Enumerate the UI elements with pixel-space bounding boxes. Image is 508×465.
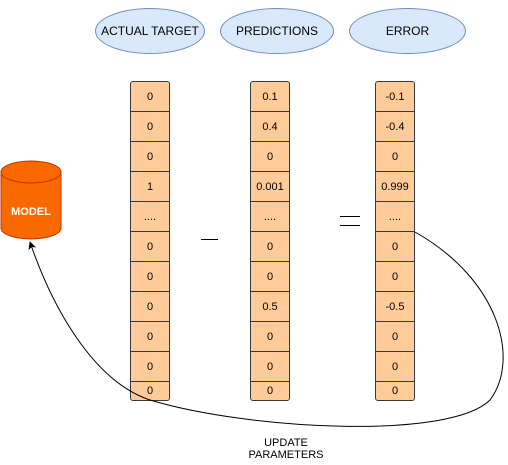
equals-operator-bottom <box>340 225 360 226</box>
actual-target-cell: 1 <box>130 171 170 202</box>
equals-operator-top <box>340 216 360 217</box>
prediction-cell: .... <box>250 201 290 232</box>
update-parameters-label: UPDATE PARAMETERS <box>224 437 348 461</box>
error-header: ERROR <box>349 8 466 54</box>
actual-target-cell: 0 <box>130 141 170 172</box>
actual-target-cell: 0 <box>130 231 170 262</box>
prediction-cell: 0.1 <box>250 81 290 112</box>
update-label-line1: UPDATE <box>264 437 308 449</box>
error-cell: -0.5 <box>375 291 415 322</box>
model-cylinder-icon <box>0 160 62 240</box>
error-cell: 0.999 <box>375 171 415 202</box>
prediction-cell: 0 <box>250 231 290 262</box>
actual-target-cell: .... <box>130 201 170 232</box>
actual-target-cell: 0 <box>130 111 170 142</box>
update-label-line2: PARAMETERS <box>248 449 324 461</box>
error-cell: -0.1 <box>375 81 415 112</box>
actual-target-cell: 0 <box>130 261 170 292</box>
error-cell: 0 <box>375 381 415 401</box>
model-label: MODEL <box>11 206 51 218</box>
minus-operator <box>201 239 218 240</box>
prediction-cell: 0 <box>250 381 290 401</box>
prediction-cell: 0.5 <box>250 291 290 322</box>
actual-target-cell: 0 <box>130 291 170 322</box>
error-cell: 0 <box>375 321 415 352</box>
predictions-header: PREDICTIONS <box>220 8 334 54</box>
prediction-cell: 0 <box>250 141 290 172</box>
actual-target-cell: 0 <box>130 351 170 382</box>
actual-target-header: ACTUAL TARGET <box>95 8 205 54</box>
prediction-cell: 0 <box>250 351 290 382</box>
error-cell: 0 <box>375 351 415 382</box>
error-cell: -0.4 <box>375 111 415 142</box>
